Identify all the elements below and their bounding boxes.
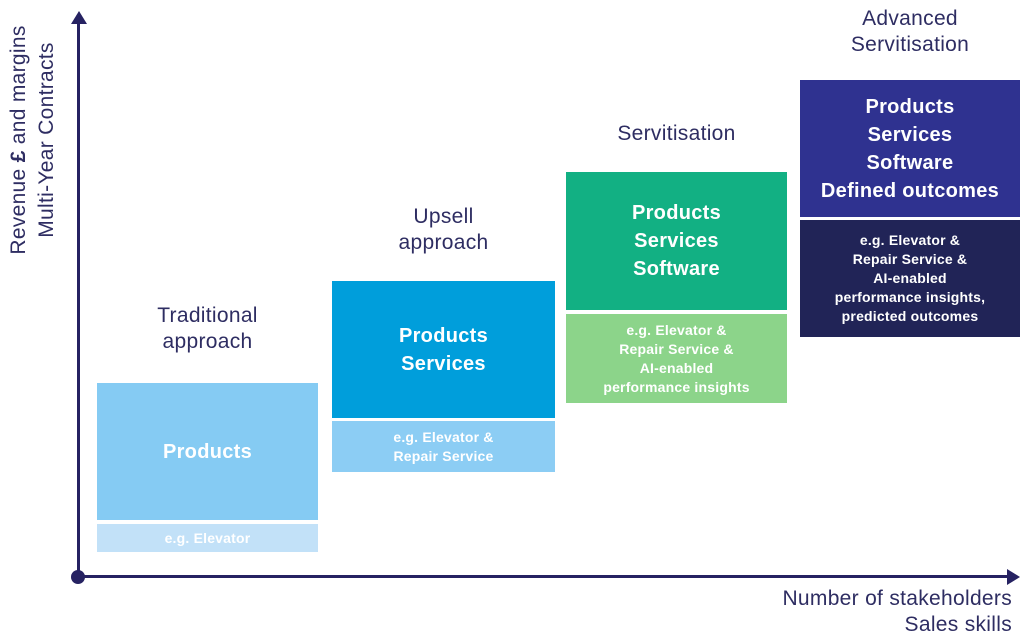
stage-box-products-services: Products Services — [332, 281, 555, 418]
y-axis-line — [77, 22, 80, 577]
stage-label-advanced-servitisation: Advanced Servitisation — [850, 7, 970, 56]
origin-dot-icon — [71, 569, 85, 584]
example-box-ai-insights: e.g. Elevator & Repair Service & AI-enab… — [566, 314, 787, 403]
x-axis-label-line1: Number of stakeholders — [782, 587, 1012, 610]
stage-box-products-services-software: Products Services Software — [566, 172, 787, 310]
y-axis-arrowhead-icon — [71, 11, 87, 24]
stage-label-servitisation: Servitisation — [617, 122, 736, 145]
x-axis-label: Number of stakeholders Sales skills — [782, 586, 1012, 638]
example-box-predicted-outcomes: e.g. Elevator & Repair Service & AI-enab… — [800, 220, 1020, 337]
stage-label-upsell-approach: Upsell approach — [398, 205, 489, 254]
x-axis-line — [78, 575, 1008, 578]
pound-symbol: £ — [7, 150, 30, 163]
x-axis-label-line2: Sales skills — [904, 613, 1012, 636]
y-axis-label-line2: Multi-Year Contracts — [35, 42, 58, 238]
example-box-elevator: e.g. Elevator — [97, 524, 318, 552]
stage-label-traditional-approach: Traditional approach — [157, 304, 258, 353]
stage-box-products: Products — [97, 383, 318, 520]
stage-box-defined-outcomes: Products Services Software Defined outco… — [800, 80, 1020, 217]
example-box-elevator-repair: e.g. Elevator & Repair Service — [332, 421, 555, 472]
y-axis-label-line1: Revenue £ and margins — [7, 25, 30, 255]
y-axis-label: Revenue £ and margins Multi-Year Contrac… — [5, 25, 61, 254]
x-axis-arrowhead-icon — [1007, 568, 1020, 585]
